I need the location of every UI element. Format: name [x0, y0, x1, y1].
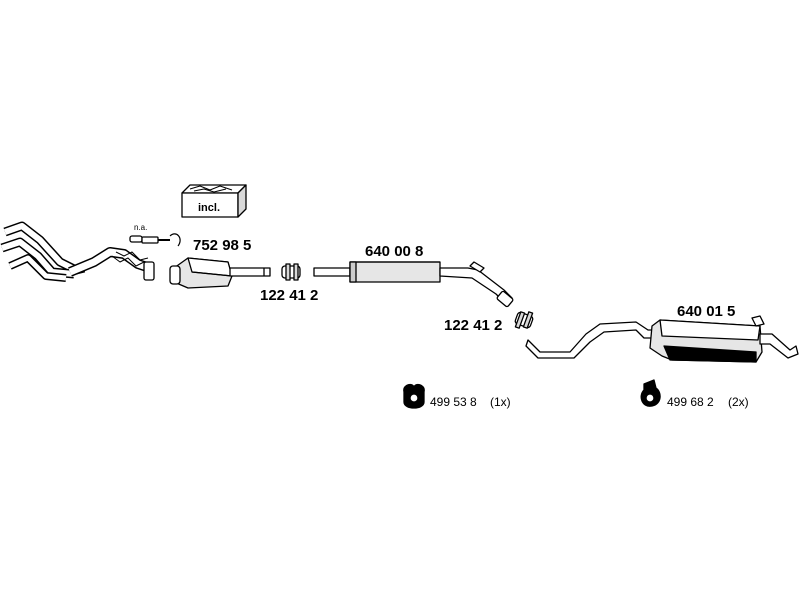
mount-b-part-number[interactable]: 499 68 2 — [667, 395, 714, 409]
rear-silencer[interactable] — [525, 315, 799, 363]
sensor-na-label: n.a. — [134, 223, 148, 232]
rear-silencer-part-number[interactable]: 640 01 5 — [677, 303, 736, 320]
catalyst-part-number[interactable]: 752 98 5 — [193, 237, 252, 254]
catalytic-converter[interactable] — [169, 257, 271, 289]
middle-pipe-silencer[interactable] — [313, 261, 514, 308]
mount-b-quantity: (2x) — [728, 395, 749, 409]
gasket-kit-box[interactable] — [181, 184, 247, 218]
middle-pipe-part-number[interactable]: 640 00 8 — [365, 243, 424, 260]
mount-a-part-number[interactable]: 499 53 8 — [430, 395, 477, 409]
clamp-front-part-number[interactable]: 122 41 2 — [260, 287, 319, 304]
rubber-mount-b[interactable] — [640, 379, 661, 407]
kit-included-label: incl. — [198, 202, 221, 214]
clamp-rear-part-number[interactable]: 122 41 2 — [444, 317, 503, 334]
clamp-front[interactable] — [281, 263, 301, 281]
lambda-sensor[interactable] — [129, 233, 181, 247]
front-pipe-manifold[interactable] — [0, 221, 155, 282]
clamp-rear[interactable] — [514, 311, 534, 329]
rubber-mount-a[interactable] — [403, 383, 425, 409]
mount-a-quantity: (1x) — [490, 395, 511, 409]
